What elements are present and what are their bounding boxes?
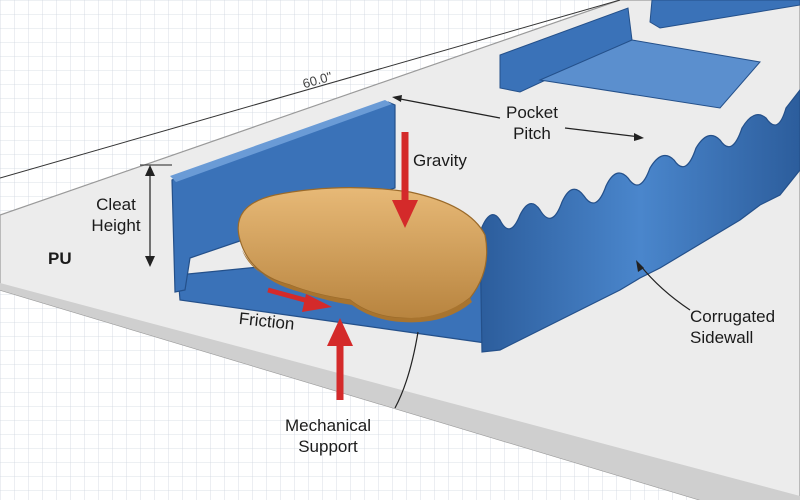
- support-leader: [394, 331, 419, 409]
- cleat-height-label-line1: Cleat: [96, 195, 136, 214]
- far-cleat: [649, 0, 800, 29]
- middle-pocket-floor: [538, 39, 761, 109]
- cleat-height-label: Cleat Height: [86, 194, 146, 236]
- sidewall-leader-arrow: [636, 260, 644, 272]
- pocket-pitch-line-b: [564, 127, 641, 138]
- gravity-label: Gravity: [413, 151, 467, 170]
- corrugated-sidewall-label-line2: Sidewall: [690, 328, 754, 347]
- support-arrowhead: [327, 318, 353, 346]
- front-cleat-top: [170, 100, 392, 182]
- pocket-pitch-arrow-a: [392, 95, 402, 102]
- corrugated-sidewall-shape: [479, 89, 800, 353]
- cleat-height-label-line2: Height: [91, 216, 141, 235]
- belt-edge: [0, 283, 800, 500]
- mechanical-support-label-line1: Mechanical: [285, 416, 371, 435]
- pocket-pitch-label-line1: Pocket: [506, 103, 558, 122]
- cookie-edge: [242, 250, 472, 323]
- corrugated-sidewall-label: Corrugated Sidewall: [690, 306, 775, 348]
- pocket-pitch-line-a: [394, 97, 501, 119]
- gravity-arrowhead: [392, 200, 418, 228]
- friction-arrowhead: [302, 294, 332, 312]
- pu-label: PU: [48, 249, 72, 268]
- corrugated-sidewall-label-line1: Corrugated: [690, 307, 776, 326]
- friction-arrow-shaft: [267, 287, 313, 305]
- dimension-line: [0, 0, 621, 179]
- cleat-height-arrow-bottom: [145, 256, 155, 267]
- pocket-pitch-arrow-b: [634, 133, 644, 141]
- cleat-height-arrow-top: [145, 165, 155, 176]
- pocket-pitch-label-line2: Pitch: [513, 124, 551, 143]
- sidewall-leader: [639, 264, 691, 311]
- pocket-pitch-label: Pocket Pitch: [500, 102, 564, 144]
- mechanical-support-label-line2: Support: [298, 437, 358, 456]
- mechanical-support-label: Mechanical Support: [268, 415, 388, 457]
